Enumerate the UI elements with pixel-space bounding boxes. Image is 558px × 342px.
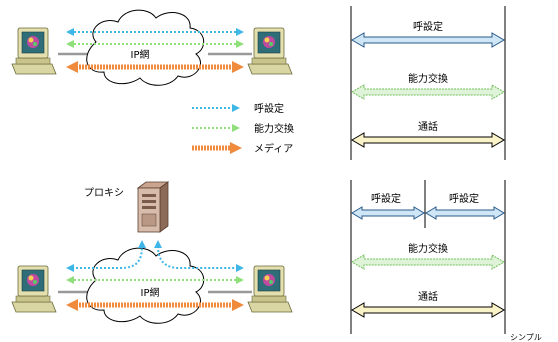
- legend-label-call-setup: 呼設定: [254, 102, 284, 115]
- double-arrow: [351, 132, 505, 148]
- bottom-network: プロキシ IP網: [11, 181, 293, 324]
- seq-label-call-setup-right: 呼設定: [449, 192, 479, 205]
- network-label: IP網: [141, 286, 160, 299]
- bottom-sequence: 呼設定 呼設定 能力交換 通話: [350, 180, 506, 334]
- double-arrow: [351, 254, 505, 270]
- top-network: IP網: [11, 9, 293, 86]
- legend-label-media: メディア: [254, 142, 293, 155]
- computer-icon: [247, 27, 293, 75]
- computer-icon: [247, 265, 293, 313]
- seq-label-talk: 通話: [418, 120, 438, 133]
- computer-icon: [11, 265, 57, 313]
- cloud-icon: [86, 9, 205, 86]
- double-arrow: [425, 206, 505, 220]
- double-arrow: [351, 84, 505, 100]
- top-sequence: 呼設定 能力交換 通話: [350, 6, 506, 160]
- legend: 呼設定 能力交換 メディア: [192, 102, 294, 155]
- computer-icon: [11, 27, 57, 75]
- proxy-label: プロキシ: [84, 187, 124, 199]
- seq-label-call-setup: 呼設定: [413, 20, 443, 33]
- cloud-icon: [86, 247, 205, 324]
- legend-label-capability: 能力交換: [254, 122, 294, 135]
- seq-label-talk: 通話: [418, 290, 438, 303]
- double-arrow: [351, 32, 505, 48]
- double-arrow: [351, 206, 425, 220]
- seq-label-capability: 能力交換: [408, 242, 448, 255]
- caption: シンプル: [510, 333, 542, 342]
- seq-label-call-setup-left: 呼設定: [371, 192, 401, 205]
- double-arrow: [351, 302, 505, 318]
- server-icon: [137, 181, 169, 233]
- network-label: IP網: [131, 48, 150, 61]
- seq-label-capability: 能力交換: [408, 72, 448, 85]
